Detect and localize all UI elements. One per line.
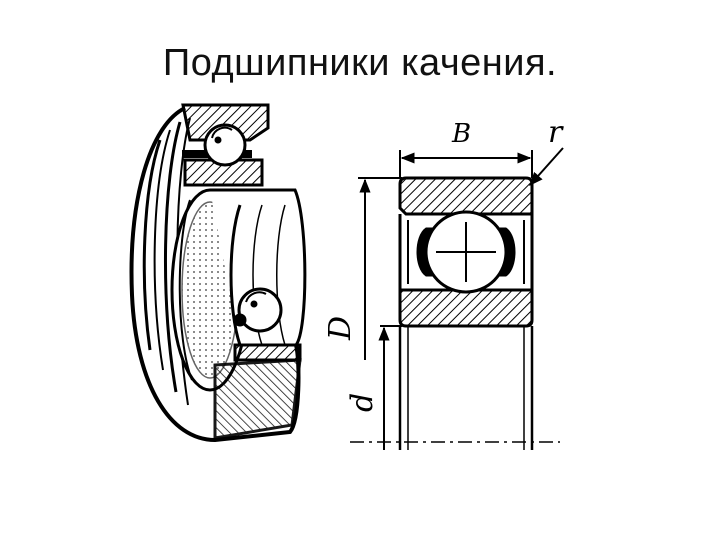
label-fillet-radius: r (548, 115, 564, 150)
outer-ring-section (398, 176, 534, 216)
ball-top (203, 123, 247, 167)
outer-ring-section-top (181, 103, 270, 142)
label-outer-diameter: D (323, 316, 358, 341)
bearing-isometric-view (129, 103, 307, 443)
ball-bottom (237, 287, 283, 333)
label-width: B (451, 119, 471, 149)
leader-line-radius (529, 147, 564, 187)
inner-ring-section (398, 288, 534, 328)
slide-title: Подшипники качения. (162, 42, 558, 84)
label-inner-diameter: d (345, 393, 380, 412)
bearing-section-view (350, 147, 564, 450)
outer-ring-section-bottom (233, 343, 302, 362)
